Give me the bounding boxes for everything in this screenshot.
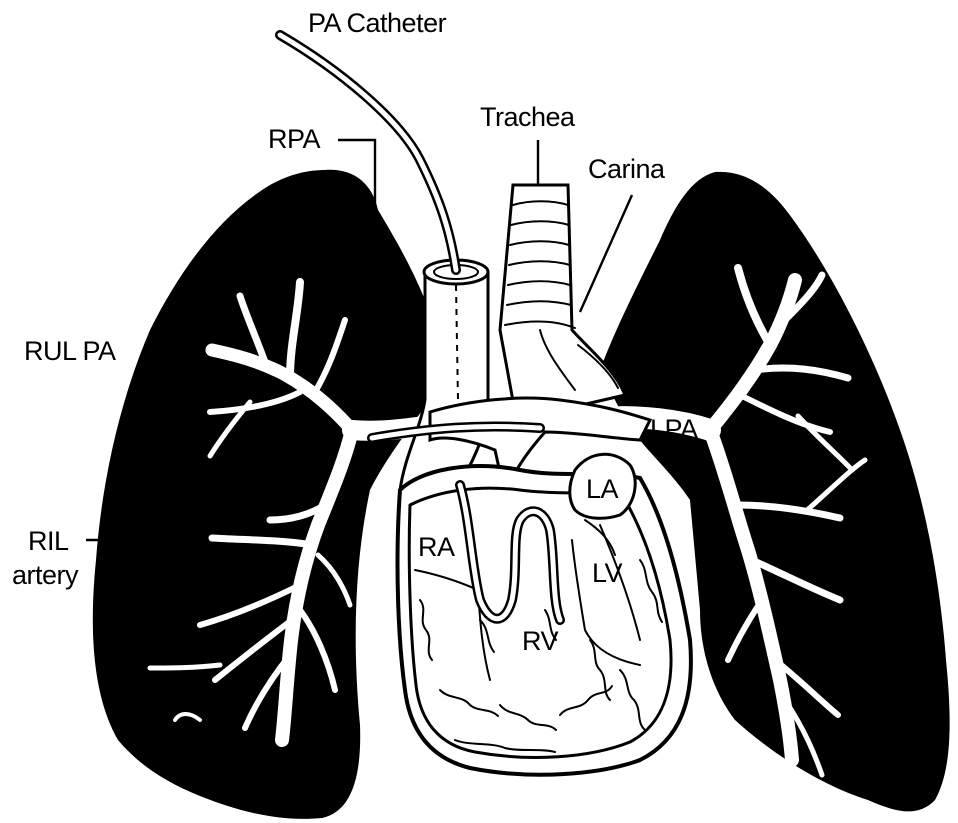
label-carina: Carina [588, 154, 666, 184]
label-rpa: RPA [268, 124, 321, 154]
label-ril-line1: RIL [28, 526, 69, 556]
right-lung [93, 170, 430, 819]
label-la: LA [586, 474, 619, 504]
label-rv: RV [522, 626, 559, 656]
label-rul-pa: RUL PA [24, 336, 116, 366]
label-trachea: Trachea [480, 102, 576, 132]
label-lv: LV [592, 558, 623, 588]
label-lpa: LPA [650, 414, 698, 444]
label-pa-catheter: PA Catheter [308, 8, 447, 38]
label-ra: RA [418, 532, 455, 562]
label-ril-line2: artery [12, 560, 79, 590]
carina-leader [580, 195, 632, 312]
